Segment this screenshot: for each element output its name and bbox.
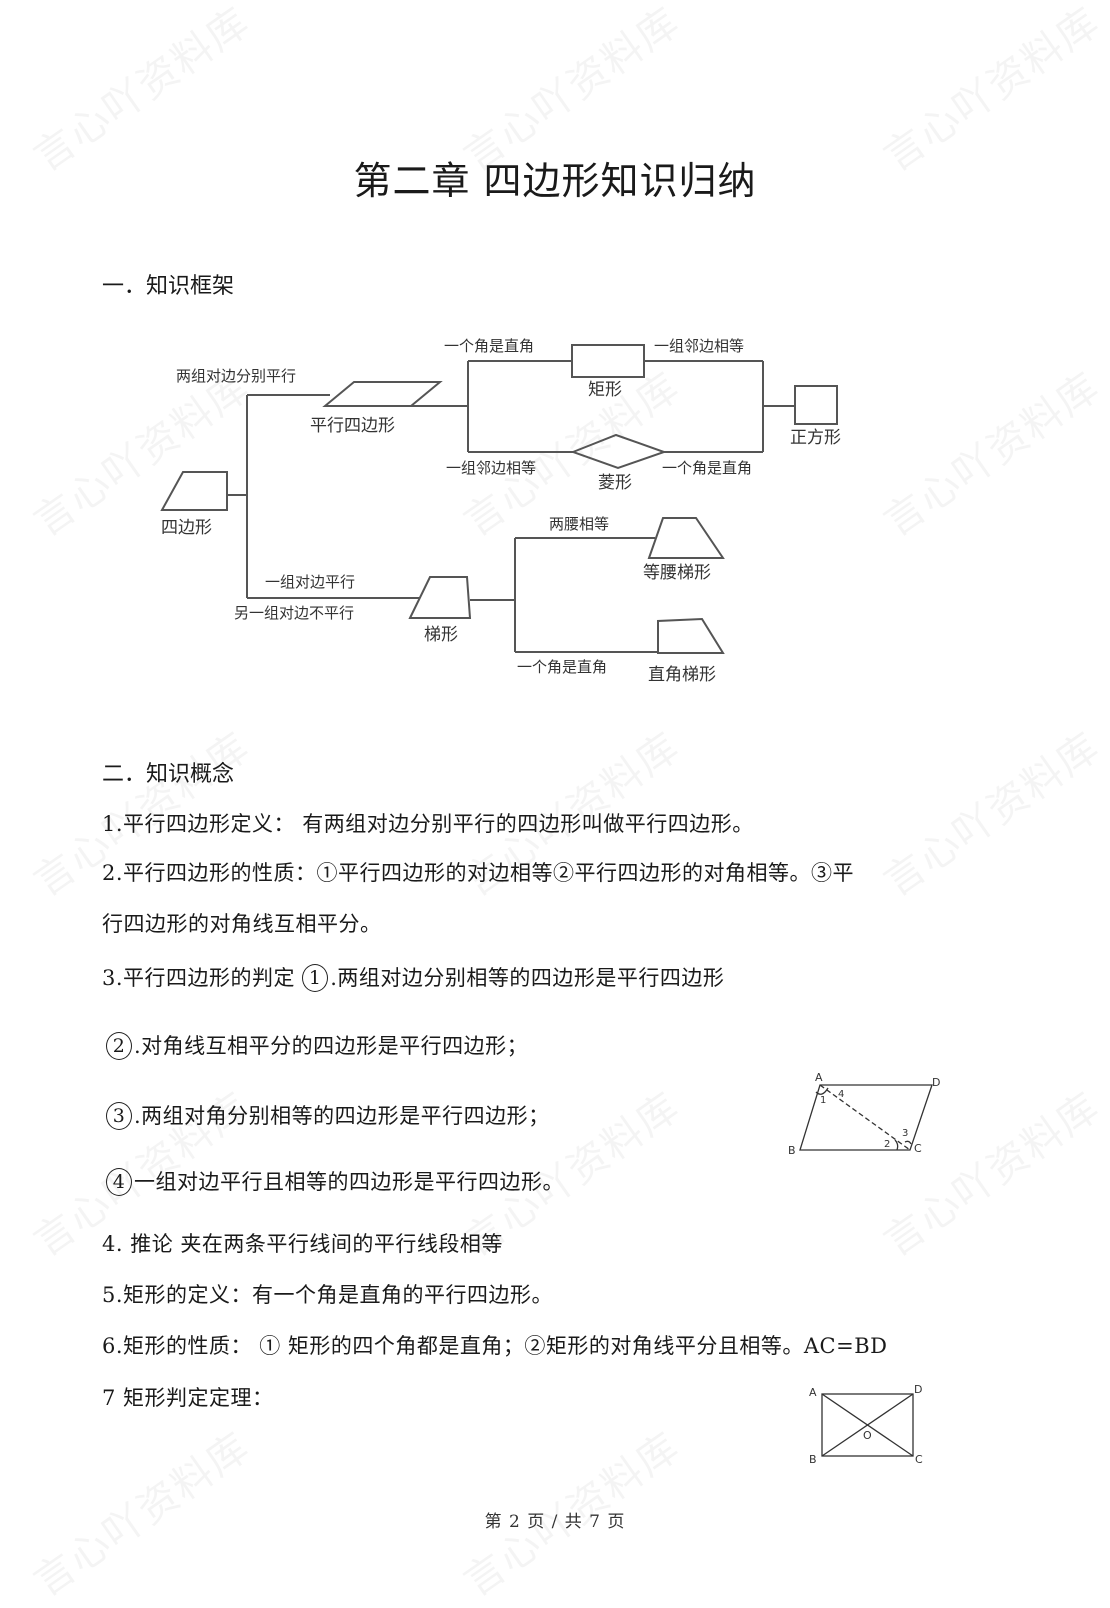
watermark: 言心吖资料库: [870, 715, 1110, 907]
circled-number: 2: [106, 1031, 132, 1060]
angle-label-2: 2: [884, 1139, 890, 1150]
edge-label-two-pairs-parallel: 两组对边分别平行: [176, 367, 296, 385]
vertex-label-a: A: [815, 1071, 823, 1084]
edge-label-right-angle-3: 一个角是直角: [517, 658, 607, 676]
node-label-rhombus: 菱形: [598, 473, 632, 493]
edge-label-adjacent-equal-1: 一组邻边相等: [654, 337, 744, 355]
node-label-quadrilateral: 四边形: [161, 518, 212, 538]
node-label-right-trapezoid: 直角梯形: [648, 665, 716, 685]
criterion-text: .两组对角分别相等的四边形是平行四边形；: [134, 1104, 550, 1128]
page-number-footer: 第 2 页 / 共 7 页: [484, 1512, 626, 1532]
criterion-text: .对角线互相平分的四边形是平行四边形；: [134, 1034, 529, 1058]
concept-item-5: 5.矩形的定义：有一个角是直角的平行四边形。: [102, 1283, 554, 1307]
vertex-label-b: B: [788, 1144, 796, 1157]
right-trapezoid-shape: [657, 617, 725, 654]
rectangle-shape: [571, 344, 645, 378]
angle-label-4: 4: [838, 1089, 844, 1100]
isosceles-trapezoid-shape: [647, 517, 725, 559]
concept-item-4: 4. 推论 夹在两条平行线间的平行线段相等: [102, 1232, 503, 1256]
concept-item-1: 1.平行四边形定义： 有两组对边分别平行的四边形叫做平行四边形。: [102, 812, 754, 836]
knowledge-framework-diagram: 两组对边分别平行 四边形 平行四边形 一个角是直角 矩形 一组邻边相等 一组邻边…: [160, 337, 841, 685]
angle-label-3: 3: [902, 1128, 908, 1139]
node-label-rectangle: 矩形: [588, 380, 622, 400]
rectangle-figure: A B C D O: [809, 1383, 923, 1466]
node-label-isosceles-trapezoid: 等腰梯形: [643, 563, 711, 583]
vertex-label-c: C: [914, 1142, 922, 1155]
section-heading-concepts: 二．知识概念: [102, 762, 235, 787]
edge-label-other-pair-not-parallel: 另一组对边不平行: [234, 604, 354, 622]
edge-label-adjacent-equal-2: 一组邻边相等: [446, 459, 536, 477]
circled-number: 4: [106, 1167, 132, 1196]
parallelogram-shape: [322, 381, 443, 407]
circled-number: 1: [302, 963, 329, 992]
vertex-label-c: C: [915, 1453, 923, 1466]
section-heading-framework: 一．知识框架: [102, 274, 235, 299]
node-label-square: 正方形: [790, 428, 841, 448]
vertex-label-b: B: [809, 1453, 817, 1466]
concept-item-2-line-1: 2.平行四边形的性质：①平行四边形的对边相等②平行四边形的对角相等。③平: [102, 861, 855, 885]
edge-label-right-angle-2: 一个角是直角: [662, 459, 752, 477]
center-label-o: O: [863, 1429, 872, 1442]
edge-label-one-pair-parallel: 一组对边平行: [265, 573, 355, 591]
circled-number: 3: [106, 1101, 132, 1130]
criterion-2: 2.对角线互相平分的四边形是平行四边形；: [106, 1030, 528, 1062]
parallelogram-figure: A B C D 1 2 3 4: [788, 1071, 940, 1157]
vertex-label-d: D: [914, 1383, 922, 1396]
square-shape: [794, 385, 838, 425]
vertex-label-d: D: [932, 1076, 940, 1089]
page-title: 第二章 四边形知识归纳: [353, 159, 757, 203]
rhombus-shape: [570, 433, 668, 470]
quadrilateral-shape: [160, 471, 228, 511]
concept-item-7: 7 矩形判定定理：: [102, 1386, 274, 1410]
criterion-3: 3.两组对角分别相等的四边形是平行四边形；: [106, 1100, 550, 1132]
node-label-trapezoid: 梯形: [424, 625, 458, 645]
criterion-text: .两组对边分别相等的四边形是平行四边形: [330, 966, 725, 990]
concept-item-3-prefix: 3.平行四边形的判定: [102, 966, 303, 990]
edge-label-right-angle-1: 一个角是直角: [444, 337, 534, 355]
concept-item-3: 3.平行四边形的判定 1.两组对边分别相等的四边形是平行四边形: [102, 962, 724, 994]
criterion-text: 一组对边平行且相等的四边形是平行四边形。: [134, 1170, 564, 1194]
vertex-label-a: A: [809, 1386, 817, 1399]
concept-item-2-line-2: 行四边形的对角线互相平分。: [102, 912, 382, 936]
angle-label-1: 1: [820, 1095, 826, 1106]
concept-item-6: 6.矩形的性质： ① 矩形的四个角都是直角；②矩形的对角线平分且相等。AC=BD: [102, 1334, 888, 1358]
node-label-parallelogram: 平行四边形: [310, 416, 395, 436]
trapezoid-shape: [408, 576, 472, 619]
edge-label-legs-equal: 两腰相等: [549, 515, 609, 533]
